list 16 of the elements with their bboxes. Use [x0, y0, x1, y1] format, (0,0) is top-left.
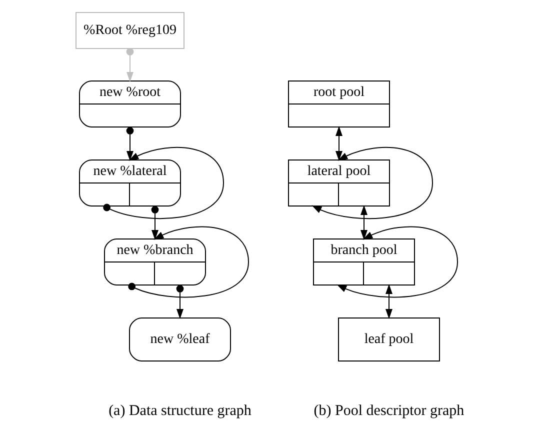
arrow	[335, 126, 342, 162]
arrow	[126, 127, 134, 162]
arrow	[336, 226, 458, 298]
label: (a) Data structure graph	[108, 403, 251, 419]
arrow	[150, 206, 158, 240]
arrow	[102, 146, 224, 219]
arrow	[385, 284, 392, 320]
arrow	[128, 226, 248, 298]
node-box: leaf pool	[338, 318, 440, 362]
node-box: new %leaf	[128, 318, 230, 362]
node-box: %Root %reg109	[75, 12, 184, 49]
arrow	[360, 204, 367, 240]
arrow	[126, 48, 134, 82]
arrow	[311, 146, 432, 220]
arrow	[176, 285, 184, 320]
label: (b) Pool descriptor graph	[313, 403, 464, 419]
